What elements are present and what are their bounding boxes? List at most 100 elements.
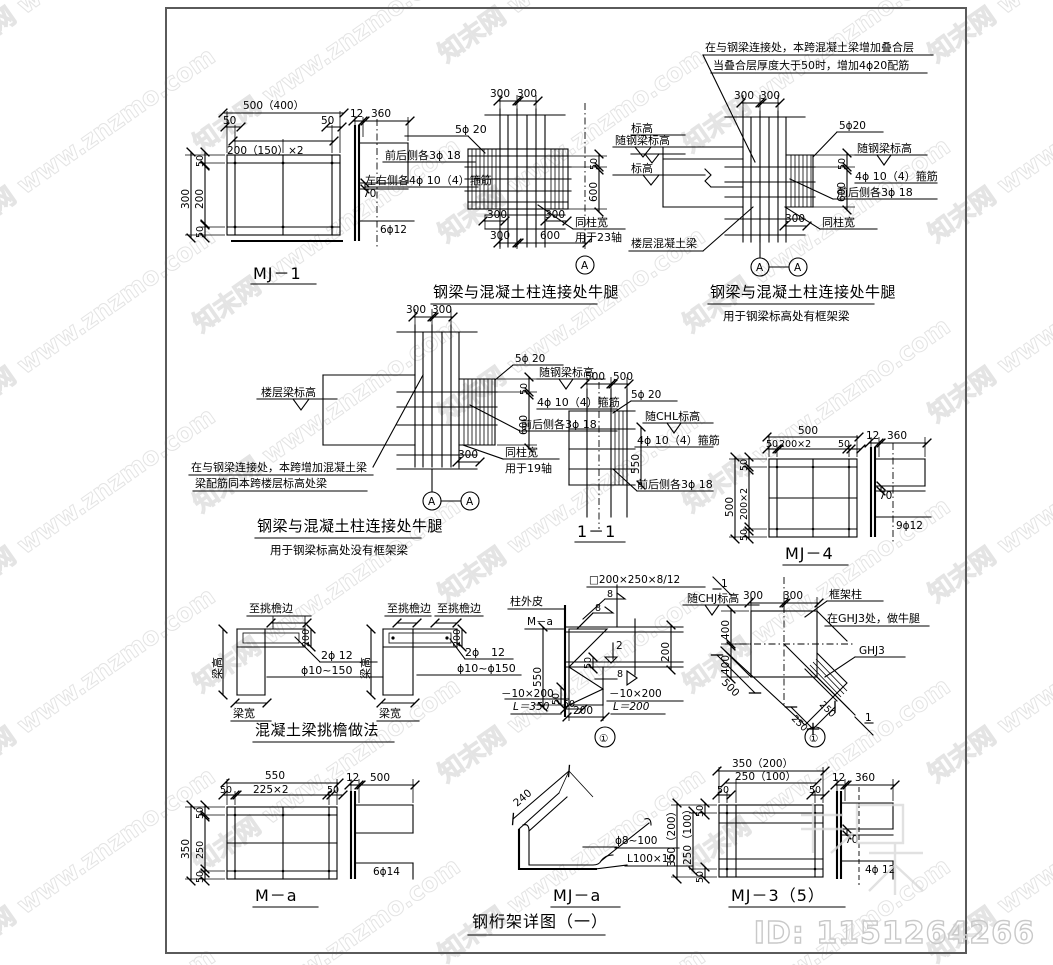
node1-b200: 200 [573,705,593,717]
eaves-right-bar-main-num: 12 [491,646,505,659]
mj1-label: MJ－1 [253,264,302,283]
mj1-spacing: 200（150）×2 [227,145,304,157]
corbel-a-v50: 50 [589,158,600,170]
ma-edge-left: 50 [220,785,232,796]
corbel-c-bar-fb: 前后侧各3ϕ 18 [521,417,597,431]
node2-frame-col: 框架柱 [829,587,862,601]
corbel-c-same-col: 同柱宽 [505,445,538,459]
node2-sec-br: 1 [865,712,872,724]
sec11-label: 1－1 [577,522,616,541]
detail-mj1: 500（400） 50 50 200（150）×2 300 50 200 50 … [180,100,415,285]
node1-elev-chj: 随CHJ标高 [687,591,739,605]
corbel-a-same-col: 同柱宽 [575,215,608,229]
corbel-c-axis-2: A [466,496,474,508]
mj4-edge-left: 50 [766,439,778,450]
detail-section-1-1: 500 500 5ϕ 20 随CHL标高 4ϕ 10（4）箍筋 前后侧各3ϕ 1… [568,371,720,543]
mj3-width-total: 350（200） [732,758,793,770]
corbel-c-elev-steel: 随钢梁标高 [539,365,594,379]
corbel-b-v600: 600 [836,182,848,202]
sec11-stirrup: 4ϕ 10（4）箍筋 [637,433,720,447]
cad-drawing-canvas: .ln{stroke:#000;stroke-width:1.1;fill:no… [180,40,938,936]
ma-width-total: 550 [265,770,285,782]
mj4-bolts: 9ϕ12 [896,520,923,532]
mj4-plate-len: 360 [887,430,907,442]
node2-d2: 250 [817,699,838,720]
corbel-a-elev: 标高 [631,161,653,175]
corbel-c-b300: 300 [458,449,478,461]
mj3-plate-thk: 12 [832,772,845,784]
corbel-a-b300l: 300 [487,209,507,221]
node2-w2: 300 [783,590,803,602]
corbel-a-caption: 钢梁与混凝土柱连接处牛腿 [433,283,619,301]
corbel-b-caption: 钢梁与混凝土柱连接处牛腿 [710,283,896,301]
eaves-left-bar-main: 2ϕ 12 [321,649,353,662]
mj3-v-edge-top: 50 [695,805,706,817]
ma-v-mid: 250 [195,841,206,859]
node2-diag: 500 [719,677,742,700]
detail-corbel-a: 300 300 50 600 随钢梁标高 标高 5ϕ 20 前后侧各3ϕ 18 … [364,88,691,305]
corbel-a-base300: 300 [490,230,510,242]
corbel-c-stirrup: 4ϕ 10（4）箍筋 [537,395,620,409]
corbel-c-used-for: 用于19轴 [505,461,552,475]
corbel-a-colw2: 300 [517,88,537,100]
ma-bolts: 6ϕ14 [373,866,400,878]
node2-d1: 250 [789,713,810,734]
mj4-height-total: 500 [724,497,736,517]
mj3-edge-right: 50 [809,785,821,796]
ma-height-total: 350 [180,839,192,859]
mj1-v-edge-bot: 50 [195,226,206,238]
mj1-edge-left: 50 [223,115,236,127]
eaves-left-beam-h: 梁高 [210,657,224,679]
mj4-v-edge-bot: 50 [739,529,750,541]
detail-ma: 550 50 225×2 50 350 50 250 50 12 500 6ϕ1… [180,770,420,908]
sec11-elev-chl: 随CHL标高 [645,409,700,423]
mj1-bolts: 6ϕ12 [380,224,407,236]
mj3-v-edge-bot: 50 [695,871,706,883]
corbel-c-colw1: 300 [406,304,426,316]
sec11-w2: 500 [613,371,633,383]
eaves-left-toedge: 至挑檐边 [249,601,293,615]
mj3-height-total: 350（200） [666,806,678,867]
node1-plate-l-len: L＝350 [513,701,550,713]
node1-col-face: 柱外皮 [510,594,543,608]
eaves-right-beam-h: 梁高 [358,657,372,679]
corbel-c-floor-elev: 楼层梁标高 [261,385,316,399]
drawing-frame-border [165,7,967,954]
corbel-a-v600: 600 [588,182,600,202]
node2-sec-tl: 1 [721,578,728,590]
node2-corbel-note: 在GHJ3处，做牛腿 [827,611,920,625]
ma-edge-right: 50 [327,785,339,796]
detail-corbel-c: 楼层梁标高 在与钢梁连接处，本跨增加混凝土梁 梁配筋同本跨楼层标高处梁 300 … [188,304,620,557]
detail-corbel-b: 在与钢梁连接处，本跨混凝土梁增加叠合层 当叠合层厚度大于50时，增加4ϕ20配筋 [628,40,938,323]
mj4-label: MJ－4 [785,544,834,563]
corbel-b-floor-beam: 楼层混凝土梁 [631,236,697,250]
mja-bolt: ϕ8~100 [615,835,657,847]
ma-label: M－a [255,886,298,905]
node2-h1: 400 [720,620,732,640]
ma-plate-len: 500 [370,772,390,784]
corbel-b-bar-top: 5ϕ20 [839,120,866,132]
mj3-plate-len: 360 [855,772,875,784]
node2-ghj3: GHJ3 [859,645,885,657]
node1-weld-2: 8 [595,603,601,614]
eaves-right-bar-stir: ϕ10~ϕ150 [457,662,516,675]
eaves-right-beam-w: 梁宽 [379,706,401,720]
node1-plate-r: －10×200 [609,688,662,700]
mj4-spacing: 200×2 [779,439,811,450]
mj4-drop: 70 [879,490,892,502]
corbel-b-axis-2: A [794,262,802,274]
corbel-c-axis-1: A [428,496,436,508]
node2-w1: 300 [743,590,763,602]
mj1-width-total: 500（400） [243,100,304,112]
detail-mj4: 500 50 200×2 50 500 50 200×2 50 12 360 7 [724,425,932,566]
mj4-edge-right: 50 [838,439,850,450]
corbel-b-subcaption: 用于钢梁标高处有框架梁 [723,309,850,323]
mj4-width-total: 500 [798,425,818,437]
corbel-a-b300r: 300 [545,209,565,221]
corbel-a-bar-fb: 前后侧各3ϕ 18 [385,148,461,162]
mj1-v-mid: 200 [194,189,206,209]
mj3-edge-left: 50 [717,785,729,796]
node1-plate-r-len: L＝200 [613,701,650,713]
drawing-sheet: .ln{stroke:#000;stroke-width:1.1;fill:no… [165,7,963,950]
corbel-b-b300: 300 [785,213,805,225]
